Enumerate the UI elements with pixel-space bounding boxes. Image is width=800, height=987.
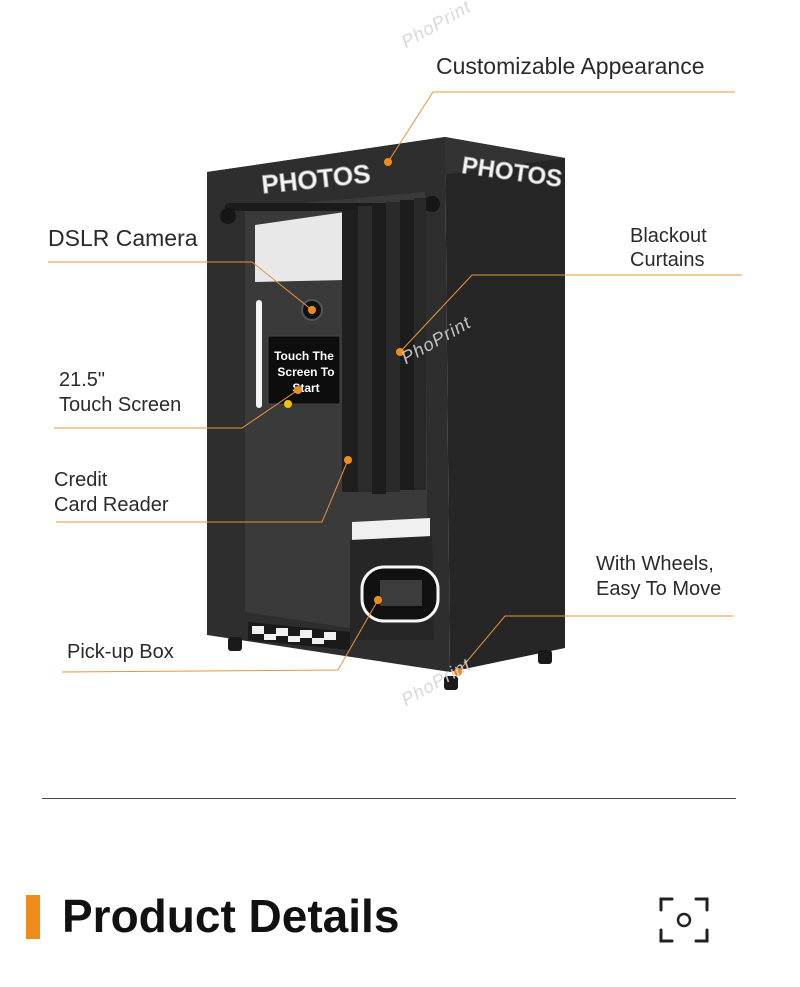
leader-curtains <box>399 274 742 353</box>
screen-text-2: Screen To <box>277 365 334 379</box>
booth-side-panel <box>445 137 565 672</box>
touch-screen <box>267 335 341 405</box>
leader-card-reader <box>56 459 349 523</box>
callout-appearance: Customizable Appearance <box>436 53 705 79</box>
leader-pickup <box>61 599 379 673</box>
leader-lines <box>48 91 742 673</box>
screen-dot <box>284 400 292 408</box>
screen-text-1: Touch The <box>274 349 334 363</box>
section-accent-bar <box>26 895 40 939</box>
checkered-floor <box>248 622 350 650</box>
photo-booth-diagram: Touch The Screen To Start PHOTOS PHOTOS <box>48 91 742 690</box>
scan-icon[interactable] <box>658 896 710 944</box>
leader-dots <box>294 158 462 676</box>
callout-camera: DSLR Camera <box>48 225 198 251</box>
callout-pickup: Pick-up Box <box>67 641 174 663</box>
section-title: Product Details <box>62 890 400 942</box>
leader-wheels <box>457 615 733 673</box>
pickup-slot-inner <box>380 580 422 606</box>
leader-appearance <box>387 91 735 163</box>
callout-card-reader: Credit Card Reader <box>54 469 169 516</box>
callout-screen: 21.5" Touch Screen <box>59 369 182 416</box>
callout-curtains: Blackout Curtains <box>630 225 707 271</box>
leader-camera <box>48 261 313 311</box>
seat-top <box>352 518 430 542</box>
rod-end-left <box>220 208 236 224</box>
light-strip <box>256 300 262 408</box>
rod-end-right <box>424 196 440 212</box>
booth-inner-wall <box>255 212 345 282</box>
blackout-curtains <box>342 198 426 494</box>
section-divider <box>42 798 736 799</box>
wheels <box>228 637 552 690</box>
leader-screen <box>54 389 299 429</box>
callout-wheels: With Wheels, Easy To Move <box>596 553 722 600</box>
